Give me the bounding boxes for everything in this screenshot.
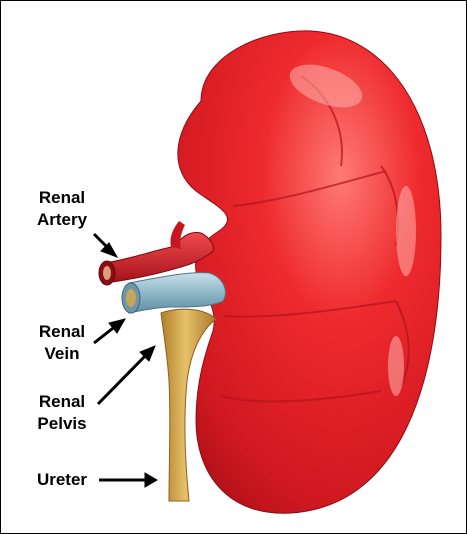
label-renal-pelvis-line1: Renal (29, 391, 95, 413)
label-renal-vein-line1: Renal (29, 321, 95, 343)
renal-artery-lumen (103, 266, 111, 280)
arrow-renal-pelvis (98, 353, 148, 404)
label-renal-vein: Renal Vein (29, 321, 95, 365)
label-renal-artery-line1: Renal (29, 187, 95, 209)
label-renal-artery-line2: Artery (29, 209, 95, 231)
label-renal-vein-line2: Vein (29, 343, 95, 365)
label-renal-pelvis: Renal Pelvis (29, 391, 95, 435)
renal-vein-lumen (126, 289, 136, 307)
kidney-body (178, 31, 441, 513)
label-ureter: Ureter (27, 469, 97, 491)
label-renal-artery: Renal Artery (29, 187, 95, 231)
label-renal-pelvis-line2: Pelvis (29, 413, 95, 435)
renal-vein (129, 273, 225, 313)
arrowhead-ureter (145, 473, 157, 487)
